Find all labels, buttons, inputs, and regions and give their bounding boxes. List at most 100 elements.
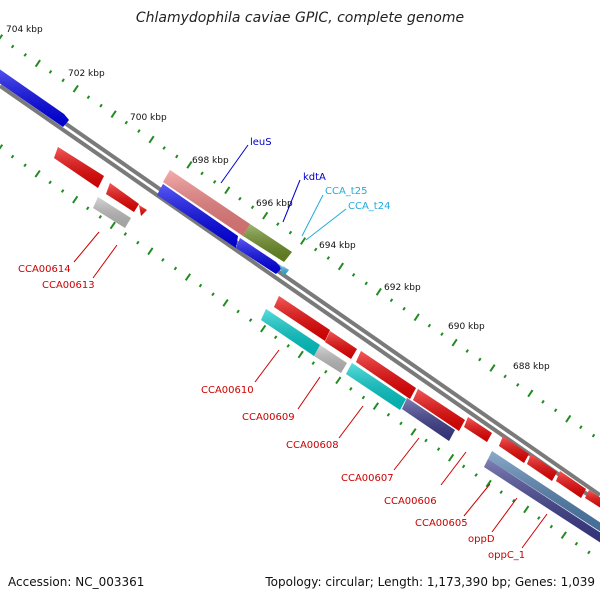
scale-tick (451, 338, 458, 347)
scale-tick (427, 323, 432, 328)
scale-tick (224, 186, 231, 195)
scale-tick (523, 505, 530, 514)
scale-tick (424, 438, 428, 443)
scale-tick (161, 257, 165, 262)
accession-text: Accession: NC_003361 (8, 575, 144, 589)
scale-tick (198, 283, 203, 288)
gene-label-CCA_t25[interactable]: CCA_t25 (325, 186, 367, 197)
scale-tick (337, 262, 345, 271)
scale-tick (200, 171, 204, 176)
scale-tick (448, 453, 455, 462)
gene-label-oppD[interactable]: oppD (468, 534, 495, 545)
scale-label-690: 690 kbp (448, 322, 485, 332)
gene-features (0, 69, 600, 543)
feature-shade (402, 398, 455, 441)
scale-tick (311, 361, 315, 365)
feature-shade (484, 459, 600, 543)
scale-tick (248, 318, 253, 322)
scale-tick (440, 332, 444, 337)
scale-tick (541, 399, 545, 404)
gene-label-CCA00613[interactable]: CCA00613 (42, 280, 95, 291)
feature-shade (106, 183, 139, 212)
scale-tick (375, 287, 382, 296)
scale-label-692: 692 kbp (384, 283, 421, 293)
scale-tick (351, 273, 356, 277)
feature-shade (356, 351, 416, 399)
gene-label-CCA_t24[interactable]: CCA_t24 (348, 201, 390, 212)
scale-tick (410, 428, 417, 436)
scale-label-696: 696 kbp (256, 199, 293, 209)
scale-tick (489, 364, 496, 372)
scale-tick (109, 221, 116, 230)
scale-tick (591, 433, 596, 438)
scale-tick (211, 292, 215, 297)
scale-tick (485, 479, 492, 488)
gene-label-CCA00605[interactable]: CCA00605 (415, 518, 468, 529)
scale-tick (512, 498, 516, 503)
feature-shade (585, 490, 600, 508)
scale-tick (61, 78, 65, 83)
scale-tick (34, 59, 41, 68)
scale-tick (499, 490, 503, 495)
scale-tick (300, 237, 307, 245)
scale-tick (34, 169, 41, 178)
gene-label-CCA00610[interactable]: CCA00610 (201, 385, 254, 396)
genome-backbone (0, 76, 600, 505)
scale-tick (503, 374, 507, 379)
feature-shade (274, 296, 330, 341)
feature-shade (93, 197, 131, 228)
gene-label-CCA00607[interactable]: CCA00607 (341, 473, 394, 484)
scale-tick (262, 211, 269, 220)
feature-shade (236, 238, 282, 274)
scale-tick (273, 335, 278, 340)
scale-tick (560, 531, 567, 540)
scale-tick (123, 232, 128, 236)
scale-tick (85, 206, 90, 211)
gene-label-CCA00614[interactable]: CCA00614 (18, 264, 71, 275)
gene-label-CCA00608[interactable]: CCA00608 (286, 440, 339, 451)
scale-tick (0, 144, 4, 150)
scale-tick (579, 425, 583, 430)
feature-shade (499, 436, 529, 463)
scale-tick (474, 473, 478, 477)
scale-tick (297, 350, 304, 359)
scale-tick (23, 53, 27, 57)
scale-tick (361, 395, 366, 400)
scale-tick (175, 154, 179, 159)
scale-tick (10, 44, 15, 49)
scale-tick (326, 256, 331, 260)
gene-label-CCA00606[interactable]: CCA00606 (384, 496, 437, 507)
feature-shade (488, 451, 600, 532)
scale-tick (587, 550, 591, 555)
scale-tick (324, 369, 328, 374)
scale-tick (386, 412, 391, 417)
feature-shade (243, 224, 292, 262)
scale-tick (48, 180, 52, 185)
scale-tick (147, 247, 154, 256)
feature-shade (556, 471, 586, 498)
scale-tick (372, 402, 379, 410)
gene-label-kdtA[interactable]: kdtA (303, 172, 326, 183)
scale-tick (222, 299, 229, 307)
scale-tick (72, 195, 79, 204)
feature-shade (54, 147, 104, 188)
scale-tick (23, 163, 27, 168)
scale-tick (173, 266, 178, 271)
scale-tick (288, 230, 293, 235)
scale-tick (250, 205, 255, 210)
scale-label-688: 688 kbp (513, 362, 550, 372)
genome-stats-text: Topology: circular; Length: 1,173,390 bp… (264, 575, 595, 589)
scale-tick (436, 447, 441, 452)
gene-label-CCA00609[interactable]: CCA00609 (242, 412, 295, 423)
gene-labels: leuS kdtA CCA_t25 CCA_t24 CCA00614 CCA00… (18, 137, 525, 561)
scale-tick (136, 240, 140, 245)
scale-tick (574, 541, 579, 546)
gene-label-leuS[interactable]: leuS (250, 137, 272, 148)
map-title: Chlamydophila caviae GPIC, complete geno… (136, 10, 464, 26)
feature-shade (325, 331, 357, 359)
scale-tick (48, 69, 53, 74)
scale-tick (461, 464, 466, 469)
scale-tick (186, 161, 193, 169)
gene-label-oppC_1[interactable]: oppC_1 (488, 550, 525, 561)
feature-shade (139, 205, 147, 216)
